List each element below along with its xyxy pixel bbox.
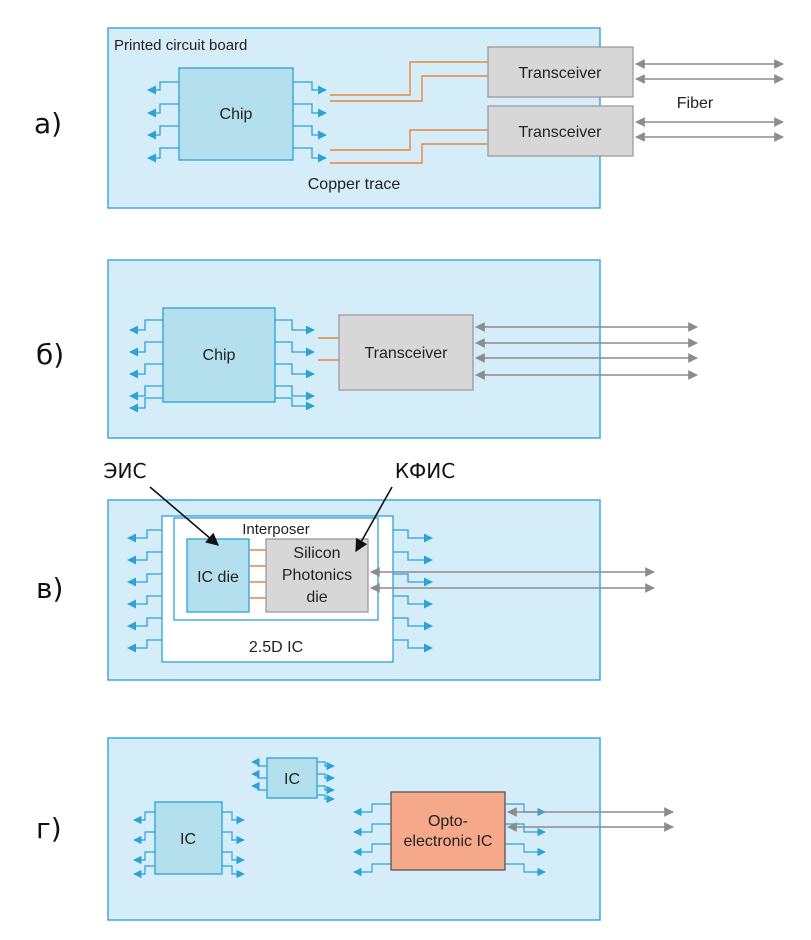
package-c-io <box>127 529 433 653</box>
ic-small-io <box>251 757 335 804</box>
eic-callout: ЭИС <box>104 459 147 483</box>
fiber-label: Fiber <box>677 95 714 112</box>
package-label: 2.5D IC <box>249 639 303 656</box>
chip-b-label: Chip <box>203 347 236 364</box>
ic-die-label: IC die <box>197 569 239 586</box>
chip-a <box>178 67 294 161</box>
panel-d-letter: г) <box>36 812 62 845</box>
photonics-label-3: die <box>306 589 327 606</box>
panel-d: IC IC Opto- electronic IC <box>107 737 674 921</box>
transceiver-a1 <box>487 46 634 98</box>
transceiver-a2 <box>487 105 634 157</box>
pic-callout: КФИС <box>395 459 455 483</box>
transceiver-b <box>338 314 474 391</box>
ic-left-io <box>133 811 245 879</box>
fiber-lines-c <box>370 567 655 593</box>
panel-b: Chip Transceiver <box>107 259 698 439</box>
fiber-lines-b <box>475 322 698 380</box>
copper-traces-b <box>318 337 339 361</box>
panel-b-letter: б) <box>36 338 64 371</box>
ic-small-label: IC <box>284 771 300 788</box>
copper-traces-c <box>249 549 266 599</box>
copper-trace-label: Copper trace <box>308 176 401 193</box>
opto-label-2: electronic IC <box>404 833 493 850</box>
fiber-lines-a <box>635 59 784 142</box>
opto-electronic-ic <box>390 791 506 871</box>
panel-c-letter: в) <box>36 572 63 605</box>
ic-left-label: IC <box>180 831 196 848</box>
chip-b <box>162 307 276 403</box>
transceiver-a2-label: Transceiver <box>519 124 603 141</box>
pcb-label: Printed circuit board <box>114 37 247 54</box>
copper-traces-a <box>330 61 488 164</box>
panel-c: Interposer IC die Silicon Photonics die … <box>107 499 655 681</box>
chip-a-label: Chip <box>220 106 253 123</box>
eic-arrow <box>149 486 219 546</box>
photonics-label-2: Photonics <box>282 567 352 584</box>
ic-small <box>266 757 318 799</box>
ic-die <box>186 538 250 613</box>
fiber-lines-d <box>507 807 674 832</box>
pic-arrow <box>355 486 393 553</box>
panel-a-letter: а) <box>34 107 62 140</box>
chip-a-io <box>147 81 327 163</box>
panel-a: Printed circuit board Chip Transceiver T… <box>107 27 784 209</box>
photonics-die <box>265 538 369 613</box>
opto-label-1: Opto- <box>428 813 468 830</box>
transceiver-b-label: Transceiver <box>365 345 449 362</box>
transceiver-a1-label: Transceiver <box>519 65 603 82</box>
interposer-label: Interposer <box>242 521 310 538</box>
photonics-label-1: Silicon <box>293 545 340 562</box>
callout-arrows <box>149 486 393 553</box>
ic-left <box>154 801 223 875</box>
chip-b-io <box>129 319 315 413</box>
